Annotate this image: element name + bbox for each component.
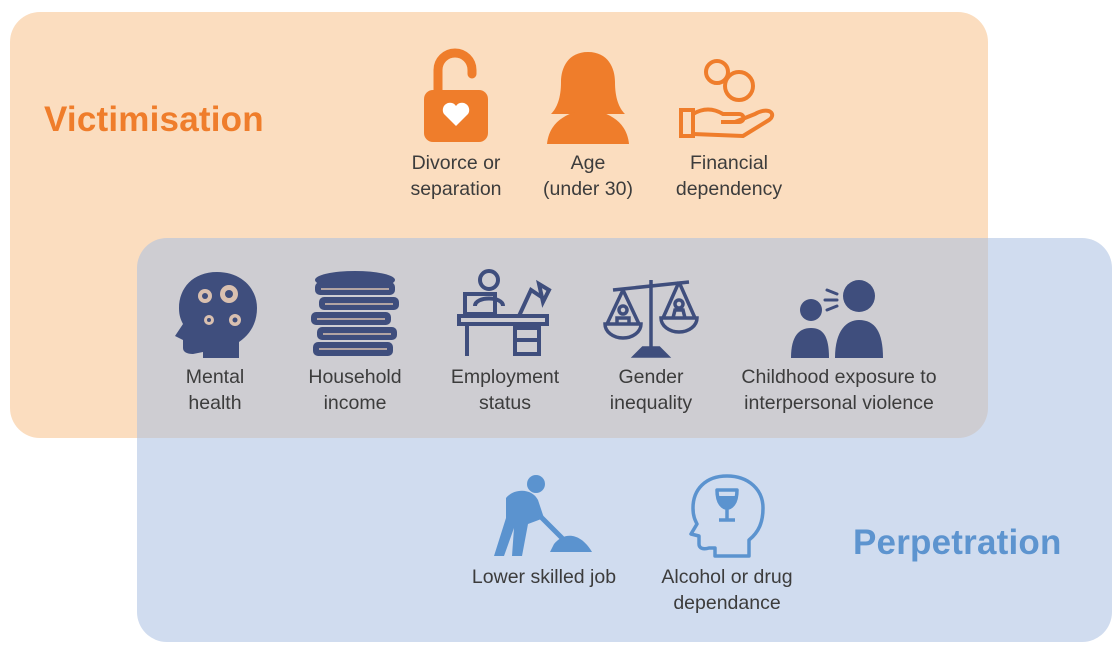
factor-financial-dependency: Financial dependency bbox=[664, 58, 794, 202]
woman-silhouette-icon bbox=[547, 52, 629, 144]
factor-label: Household income bbox=[308, 366, 402, 414]
factor-divorce-or-separation: Divorce or separation bbox=[396, 48, 516, 202]
factor-label: Mental health bbox=[185, 366, 245, 414]
coin-stack-icon bbox=[311, 271, 399, 356]
factor-label: Childhood exposure to interpersonal viol… bbox=[741, 366, 937, 414]
factor-gender-inequality: Gender inequality bbox=[590, 274, 712, 416]
head-with-wine-glass-icon bbox=[689, 474, 765, 558]
factor-mental-health: Mental health bbox=[156, 270, 274, 416]
factor-label: Financial dependency bbox=[675, 152, 783, 200]
head-with-gears-icon bbox=[175, 272, 257, 358]
factor-household-income: Household income bbox=[296, 270, 414, 416]
factor-label: Divorce or separation bbox=[410, 152, 502, 200]
adult-shouting-at-child-icon bbox=[791, 280, 883, 358]
factor-label: Lower skilled job bbox=[471, 566, 617, 588]
factor-age-under-30: Age (under 30) bbox=[530, 50, 646, 202]
factor-employment-status: Employment status bbox=[436, 266, 574, 416]
factor-alcohol-or-drug-dependance: Alcohol or drug dependance bbox=[652, 474, 802, 616]
factor-label: Alcohol or drug dependance bbox=[661, 566, 793, 614]
factor-childhood-exposure-to-interpersonal-violence: Childhood exposure to interpersonal viol… bbox=[728, 276, 950, 416]
victimisation-title: Victimisation bbox=[44, 100, 264, 139]
factor-label: Employment status bbox=[450, 366, 560, 414]
factor-label: Gender inequality bbox=[609, 366, 693, 414]
balance-scale-people-icon bbox=[603, 280, 699, 358]
factor-label: Age (under 30) bbox=[543, 152, 633, 200]
factor-lower-skilled-job: Lower skilled job bbox=[462, 474, 626, 590]
worker-shovelling-icon bbox=[494, 475, 592, 556]
hand-with-coins-icon bbox=[679, 59, 775, 138]
person-at-desk-icon bbox=[457, 269, 552, 356]
unlocked-heart-padlock-icon bbox=[424, 48, 488, 142]
perpetration-title: Perpetration bbox=[853, 523, 1062, 562]
